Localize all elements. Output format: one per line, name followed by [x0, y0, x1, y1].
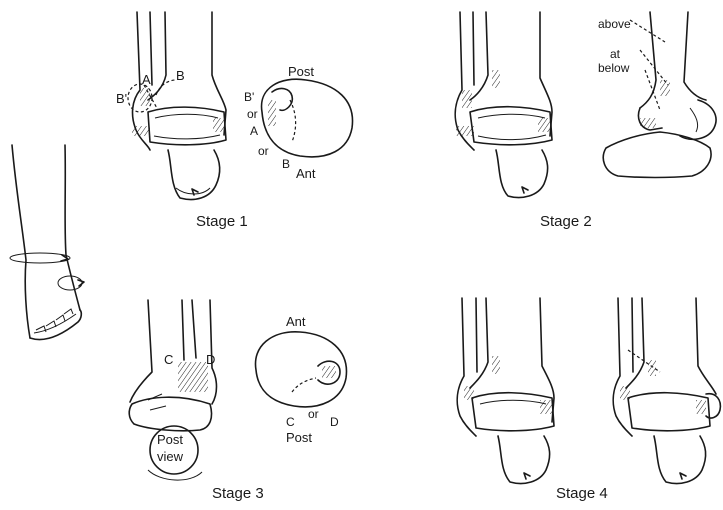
stage2-label: Stage 2 [540, 213, 592, 230]
stage2-ankle-front [455, 12, 552, 198]
stage3-circle-diagram [255, 332, 346, 407]
stage2-below: below [598, 61, 630, 75]
stage3-circle-ant: Ant [286, 314, 306, 329]
stage3-label: Stage 3 [212, 485, 264, 502]
stage3-circle-post: Post [286, 430, 312, 445]
stage1-circle-b-prime: B' [244, 90, 254, 104]
stage2-ankle-lateral [603, 12, 716, 178]
foot-illustration [10, 145, 84, 340]
stage3-circle-or: or [308, 407, 319, 421]
stage1-circle-or1: or [247, 107, 258, 121]
stage1-circle-ant: Ant [296, 166, 316, 181]
stage1-label-b-prime: B' [116, 91, 127, 106]
stage3-label-d: D [206, 352, 215, 367]
stage2-above: above [598, 17, 631, 31]
stage1-ankle [128, 12, 226, 199]
stage3-post-view-1: Post [157, 432, 183, 447]
stage1-label-b: B [176, 68, 185, 83]
stage1-label-a: A [142, 72, 151, 87]
stage4-ankle-2 [613, 298, 720, 484]
stage4-label: Stage 4 [556, 485, 608, 502]
stage3-circle-c: C [286, 415, 295, 429]
stage1-circle-a: A [250, 124, 258, 138]
stage1-circle-diagram [262, 79, 353, 157]
stage4-ankle-1 [457, 298, 554, 484]
stage3-label-c: C [164, 352, 173, 367]
stage1-circle-b: B [282, 157, 290, 171]
stage3-post-view-2: view [157, 449, 184, 464]
stage1-label: Stage 1 [196, 213, 248, 230]
stage2-at: at [610, 47, 621, 61]
stage1-circle-or2: or [258, 144, 269, 158]
stage1-circle-post: Post [288, 64, 314, 79]
stage3-circle-d: D [330, 415, 339, 429]
